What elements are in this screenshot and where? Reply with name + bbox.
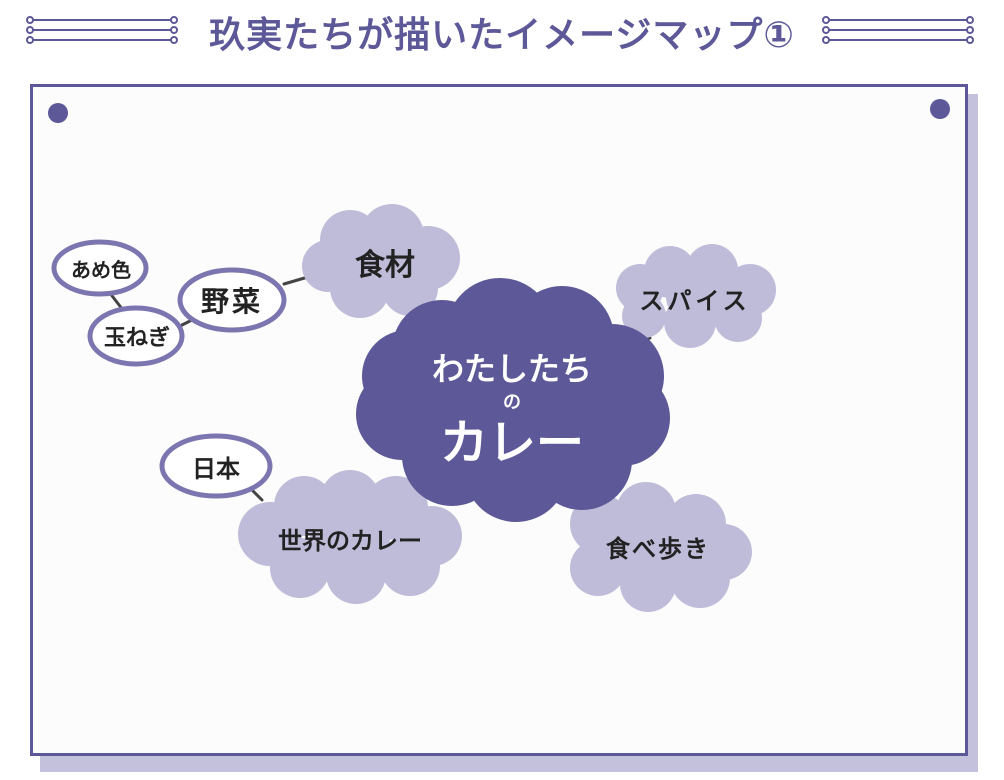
node-shokuzai-label: 食材 (355, 248, 415, 283)
node-yasai-label: 野菜 (200, 285, 263, 318)
pin-left-icon (48, 103, 68, 123)
cloud-shokuzai (302, 204, 460, 318)
center-line2: の (503, 392, 521, 414)
cloud-sekai (238, 470, 462, 604)
node-ameiro-label: あめ色 (71, 257, 131, 282)
header-decoration-right (822, 16, 974, 44)
node-tabearuki-label: 食べ歩き (606, 534, 710, 563)
node-nihon-shape (159, 433, 273, 499)
node-tamanegi-shape (87, 305, 185, 367)
center-line3: カレー (439, 415, 584, 472)
cloud-spice (616, 244, 776, 348)
center-node-label: わたしたち の カレー (412, 336, 612, 486)
cloud-tabearuki (570, 482, 752, 612)
node-ameiro-shape (51, 239, 149, 297)
cloud-center (356, 278, 670, 522)
node-tamanegi-label: 玉ねぎ (103, 326, 170, 351)
node-nihon-label: 日本 (192, 454, 240, 483)
node-sekai-label: 世界のカレー (278, 526, 422, 555)
node-yasai-shape (177, 267, 287, 333)
pin-right-icon (930, 99, 950, 119)
center-line1: わたしたち (431, 350, 592, 389)
node-spice-label: スパイス (639, 286, 751, 315)
header-decoration-left (26, 16, 178, 44)
page-title: 玖実たちが描いたイメージマップ① (209, 15, 795, 56)
